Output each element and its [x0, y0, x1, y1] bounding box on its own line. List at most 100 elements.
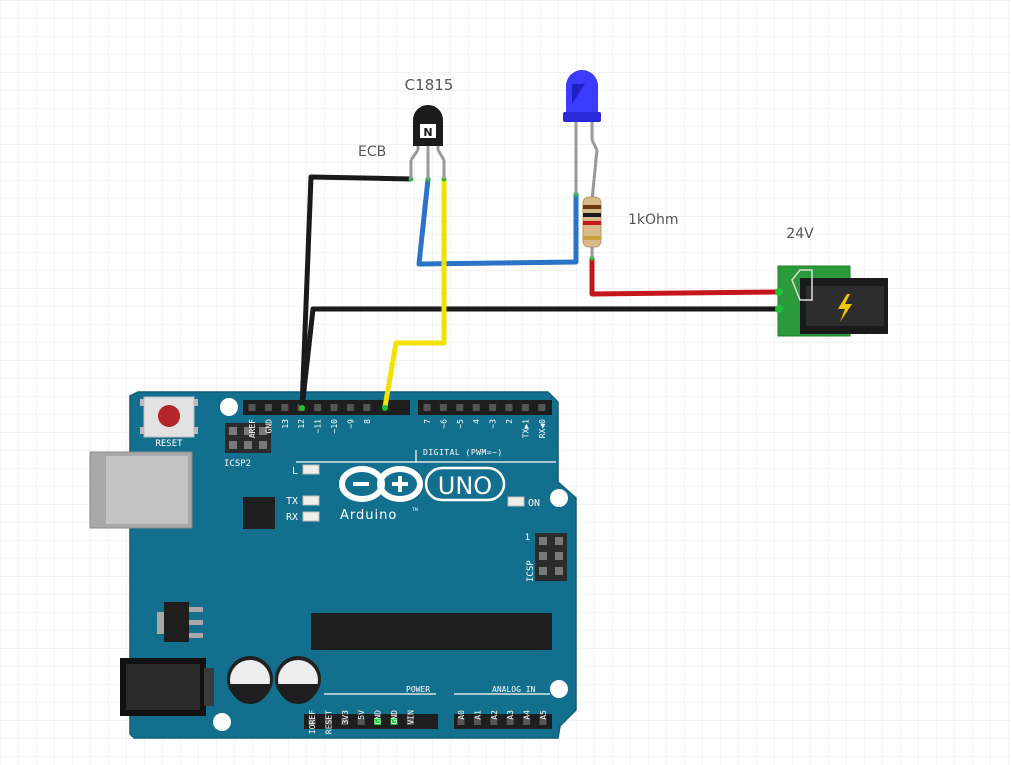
header-pin[interactable]: [390, 718, 398, 725]
mounting-hole: [550, 680, 568, 698]
lightning-bolt-icon: [838, 294, 852, 322]
resistor-value-label: 1kOhm: [628, 212, 679, 228]
power-header: [304, 714, 438, 729]
led-on-label: ON: [528, 498, 540, 509]
icsp-pin1-label: 1: [525, 533, 530, 543]
atmega-chip: [311, 613, 552, 650]
pin-label: 7: [423, 419, 432, 424]
pin-label: A1: [473, 710, 482, 720]
header-pin[interactable]: [506, 718, 514, 725]
icsp-label: ICSP: [526, 560, 536, 582]
pin-label: VIN: [406, 710, 415, 725]
header-pin[interactable]: [363, 404, 371, 411]
header-pin[interactable]: [521, 404, 529, 411]
header-pin[interactable]: [346, 404, 354, 411]
pin-label: 4: [472, 419, 481, 424]
power-label: POWER: [406, 685, 430, 694]
header-pin[interactable]: [505, 404, 513, 411]
header-pin[interactable]: [473, 718, 481, 725]
pin-label: A0: [457, 710, 466, 720]
header-pin[interactable]: [281, 404, 289, 411]
pin-label: RX◀0: [538, 419, 547, 438]
header-pin[interactable]: [538, 404, 546, 411]
pin-label: ~3: [489, 419, 498, 429]
pin-label: A3: [506, 710, 515, 720]
pin-label: 13: [281, 419, 290, 429]
icsp2-label: ICSP2: [224, 459, 251, 469]
mounting-hole: [220, 398, 238, 416]
led-tx: [302, 495, 320, 506]
transistor-pin-label: ECB: [358, 144, 386, 160]
pin-label: GND: [374, 710, 383, 725]
uno-badge: [424, 466, 506, 502]
uno-label: UNO: [438, 472, 492, 500]
pin-label: ~5: [456, 419, 465, 429]
header-pin[interactable]: [308, 718, 316, 725]
header-pin[interactable]: [324, 718, 332, 725]
transistor-part-label: C1815: [405, 76, 454, 94]
pin-label: A4: [523, 710, 532, 720]
transistor-c1815[interactable]: N: [409, 105, 446, 179]
pin-label: IOREF: [308, 710, 317, 734]
pin-label: A2: [490, 710, 499, 720]
digital-label: DIGITAL (PWM=~): [423, 448, 503, 457]
header-pin[interactable]: [490, 718, 498, 725]
pin-label: GND: [390, 710, 399, 725]
header-pin[interactable]: [374, 718, 382, 725]
voltage-regulator: [157, 602, 203, 642]
header-pin[interactable]: [264, 404, 272, 411]
led-l: [302, 464, 320, 475]
wire-blue-collector-led[interactable]: [416, 178, 579, 267]
led-on: [507, 496, 525, 507]
usb-chip: [243, 497, 275, 529]
wires: [299, 174, 777, 411]
led-tx-label: TX: [286, 496, 298, 507]
pin-label: 3V3: [341, 710, 350, 725]
header-pin[interactable]: [539, 718, 547, 725]
header-pin[interactable]: [457, 718, 465, 725]
header-pin[interactable]: [248, 404, 256, 411]
dc-power-jack[interactable]: [775, 265, 888, 337]
header-pin[interactable]: [341, 718, 349, 725]
pin-label: ~9: [346, 419, 355, 429]
arduino-trademark: TM: [411, 507, 418, 512]
header-pin[interactable]: [330, 404, 338, 411]
led-rx-label: RX: [286, 512, 298, 523]
pin-label: AREF: [248, 419, 257, 438]
reset-label: RESET: [155, 439, 183, 449]
barrel-jack: [120, 658, 214, 716]
header-pin[interactable]: [456, 404, 464, 411]
wire-black-supply-gnd[interactable]: [299, 306, 776, 409]
icsp2-header: [225, 423, 271, 453]
header-pin[interactable]: [406, 718, 414, 725]
wire-black-emitter-gnd[interactable]: [299, 174, 412, 409]
pin-label: ~6: [439, 419, 448, 429]
analog-label: ANALOG IN: [492, 685, 536, 694]
header-pin[interactable]: [357, 718, 365, 725]
pin-label: ~11: [314, 419, 323, 434]
reset-button[interactable]: [140, 396, 198, 438]
header-pin[interactable]: [472, 404, 480, 411]
wire-yellow-base-pin9[interactable]: [382, 179, 447, 408]
led-l-label: L: [292, 466, 298, 477]
usb-connector: [89, 451, 193, 529]
supply-voltage-label: 24V: [786, 226, 814, 242]
pin-label: RESET: [324, 710, 333, 734]
header-pin[interactable]: [523, 718, 531, 725]
header-pin[interactable]: [489, 404, 497, 411]
pin-label: 5V: [357, 710, 366, 720]
header-pin[interactable]: [314, 404, 322, 411]
led-rx: [302, 511, 320, 522]
header-pin[interactable]: [439, 404, 447, 411]
blue-led[interactable]: [563, 70, 601, 201]
wire-red-resistor-supply[interactable]: [589, 258, 777, 297]
icsp-header: [535, 533, 567, 581]
arduino-uno-board: RESET ICSP2 L TX RX ON: [89, 391, 577, 739]
pin-label: ~10: [330, 419, 339, 434]
resistor-1kohm[interactable]: [582, 196, 602, 258]
pin-label: GND: [264, 419, 273, 434]
pin-label: 2: [505, 419, 514, 424]
digital-header-left: [243, 400, 410, 415]
header-pin[interactable]: [423, 404, 431, 411]
